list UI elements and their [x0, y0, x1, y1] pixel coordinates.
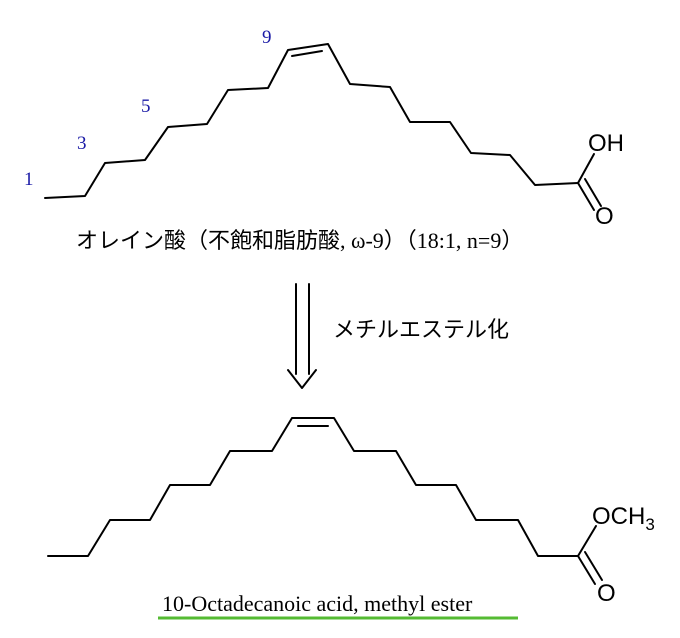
hydroxyl-label: OH — [588, 130, 624, 157]
carbon-number-1: 1 — [24, 169, 34, 190]
methoxy-label: OCH3 — [592, 503, 655, 534]
carbon-number-5: 5 — [141, 96, 151, 117]
methoxy-subscript: 3 — [645, 515, 654, 534]
ester-carbonyl-bond-2 — [584, 551, 603, 581]
carbon-number-3: 3 — [77, 133, 87, 154]
carbon-number-9: 9 — [262, 27, 272, 48]
reaction-arrow — [287, 283, 317, 389]
oleic-acid-chain — [44, 43, 579, 199]
carbonyl-bond-1 — [577, 182, 595, 211]
ester-carbonyl-oxygen-label: O — [597, 580, 616, 607]
carbonyl-bond-2 — [584, 178, 602, 207]
oleic-acid-structure: 1 3 5 9 OH O — [24, 27, 624, 230]
methyl-ester-name: 10-Octadecanoic acid, methyl ester — [162, 591, 473, 616]
ester-o-bond — [577, 525, 597, 557]
methoxy-main-text: OCH — [592, 503, 645, 530]
reaction-label: メチルエステル化 — [333, 317, 509, 342]
carboxyl-oh-bond — [577, 153, 595, 184]
cis-double-bond-line — [291, 50, 323, 57]
methyl-ester-chain — [47, 417, 579, 557]
oleic-acid-caption: オレイン酸（不飽和脂肪酸, ω-9）（18:1, n=9） — [76, 228, 523, 253]
ester-carbonyl-bond-1 — [577, 555, 596, 585]
methyl-ester-structure: OCH3 O — [47, 417, 655, 607]
carbonyl-oxygen-label: O — [595, 203, 614, 230]
